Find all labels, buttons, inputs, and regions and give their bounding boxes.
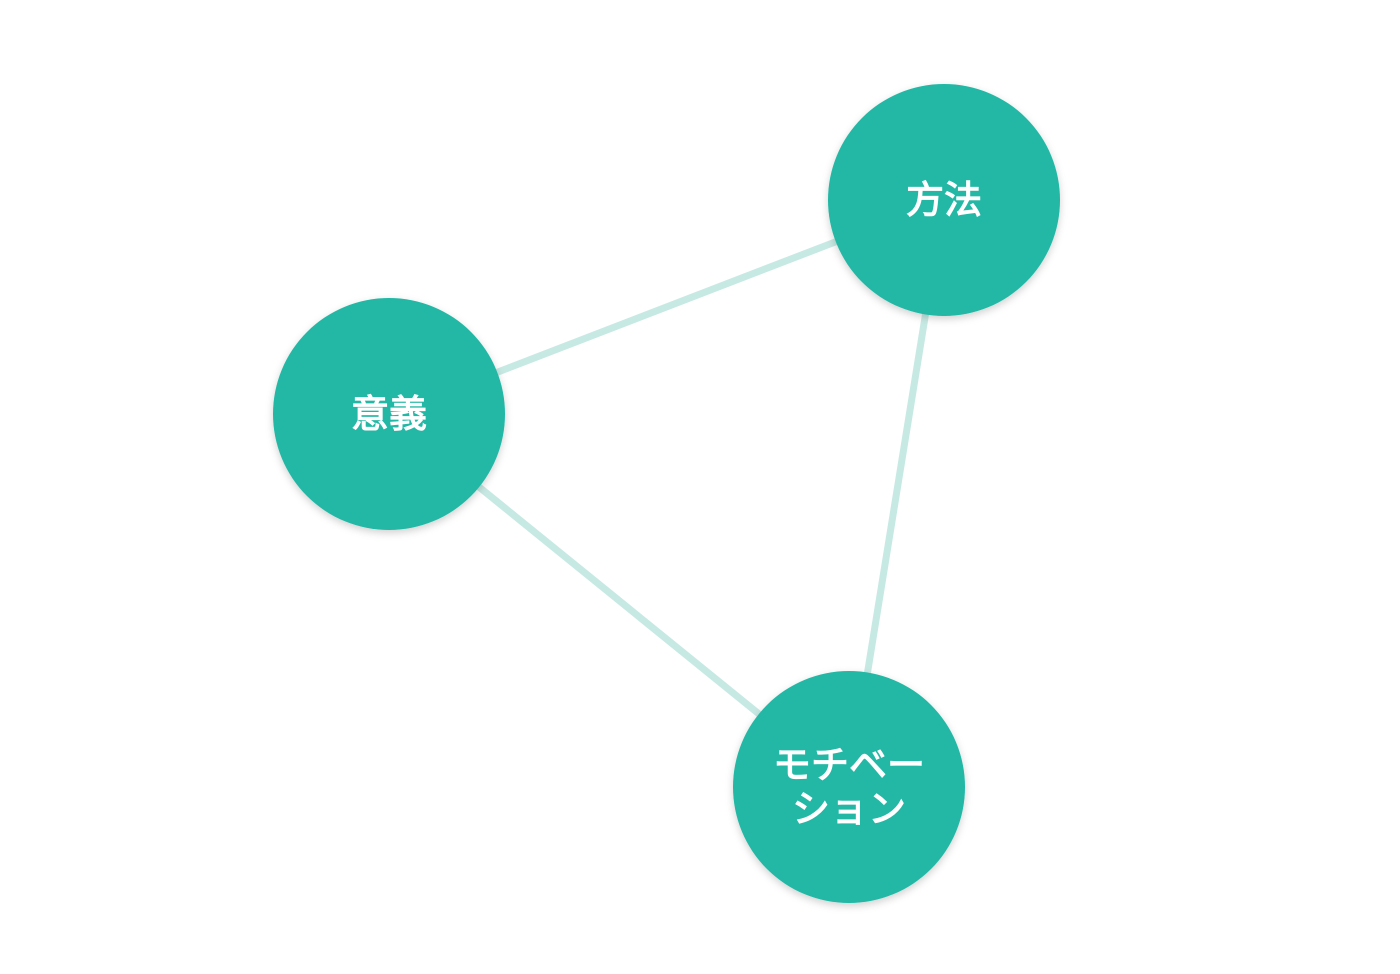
node-label-method: 方法 [906, 178, 982, 222]
node-meaning: 意義 [273, 298, 505, 530]
node-label-motivation: ション [792, 787, 906, 831]
node-circle-meaning [273, 298, 505, 530]
node-label-motivation: モチベー [773, 743, 925, 787]
node-circle-motivation [733, 671, 965, 903]
node-label-meaning: 意義 [351, 392, 427, 436]
node-circle-method [828, 84, 1060, 316]
node-method: 方法 [828, 84, 1060, 316]
